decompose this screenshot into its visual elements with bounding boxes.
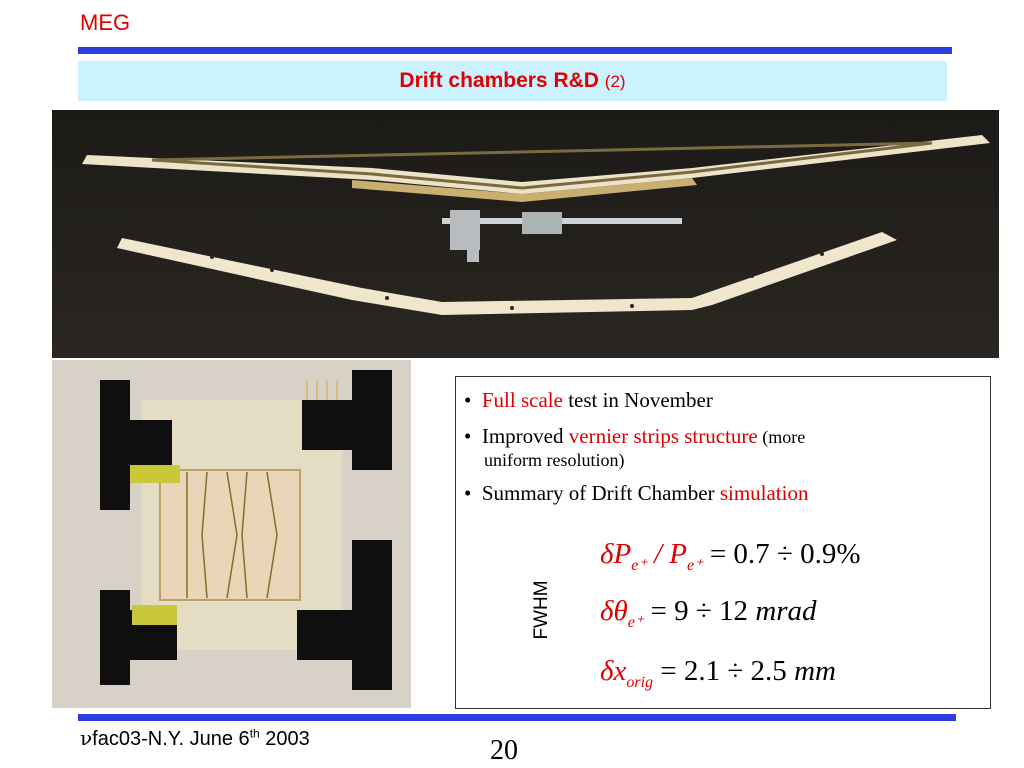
formula-angle: δθe⁺ = 9 ÷ 12 mrad xyxy=(600,595,817,631)
title-box: Drift chambers R&D (2) xyxy=(78,61,947,101)
slide-title: Drift chambers R&D (2) xyxy=(399,69,626,92)
fwhm-label: FWHM xyxy=(531,580,552,640)
formula-vertex: δxorig = 2.1 ÷ 2.5 mm xyxy=(600,655,836,691)
formula-momentum: δPe⁺ / Pe⁺ = 0.7 ÷ 0.9% xyxy=(600,538,861,574)
pcb-drift-cell-photo xyxy=(52,360,411,708)
header-org: MEG xyxy=(80,10,131,35)
drift-chamber-frames-photo xyxy=(52,110,999,358)
page-number: 20 xyxy=(490,735,518,766)
bullet-list: • Full scale test in November • Improved… xyxy=(464,387,984,516)
bullet-vernier: • Improved vernier strips structure (mor… xyxy=(464,424,806,470)
bullet-simulation: • Summary of Drift Chamber simulation xyxy=(464,481,809,505)
summary-box: • Full scale test in November • Improved… xyxy=(455,376,991,709)
bullet-full-scale: • Full scale test in November xyxy=(464,388,713,412)
top-divider xyxy=(78,47,952,54)
footer-conference: νfac03-N.Y. June 6th 2003 xyxy=(80,726,310,750)
bottom-divider xyxy=(78,714,956,721)
